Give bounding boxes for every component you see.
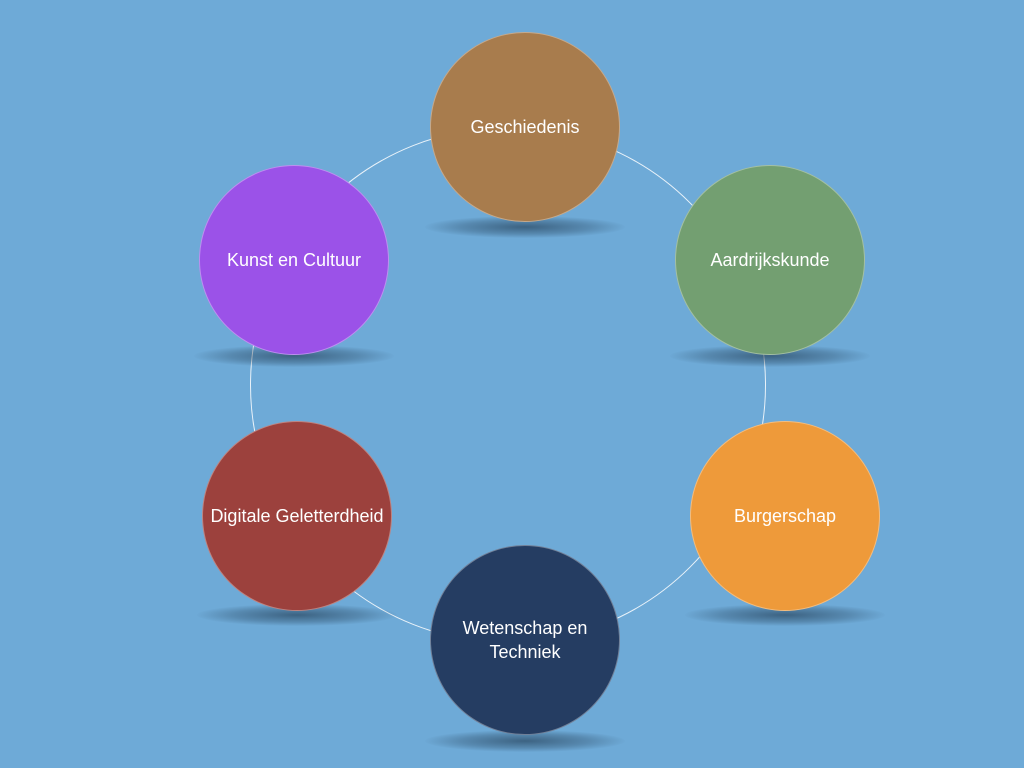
node-label: Aardrijkskunde (710, 250, 830, 270)
node-aardrijkskunde[interactable]: Aardrijkskunde (675, 165, 865, 355)
node-label: Digitale Geletterdheid (210, 506, 384, 526)
node-shadow (685, 604, 885, 626)
node-label: Burgerschap (733, 506, 837, 526)
node-label: Geschiedenis (470, 117, 580, 137)
node-kunst-en-cultuur[interactable]: Kunst en Cultuur (199, 165, 389, 355)
node-shadow (425, 730, 625, 752)
node-geschiedenis[interactable]: Geschiedenis (430, 32, 620, 222)
node-wetenschap-en-techniek[interactable]: Wetenschap en Techniek (430, 545, 620, 735)
node-shadow (197, 604, 397, 626)
node-shadow (425, 216, 625, 238)
node-label: Wetenschap en Techniek (462, 618, 588, 662)
node-shadow (670, 345, 870, 367)
node-label: Kunst en Cultuur (226, 250, 362, 270)
node-shadow (194, 345, 394, 367)
node-digitale-geletterdheid[interactable]: Digitale Geletterdheid (202, 421, 392, 611)
node-burgerschap[interactable]: Burgerschap (690, 421, 880, 611)
